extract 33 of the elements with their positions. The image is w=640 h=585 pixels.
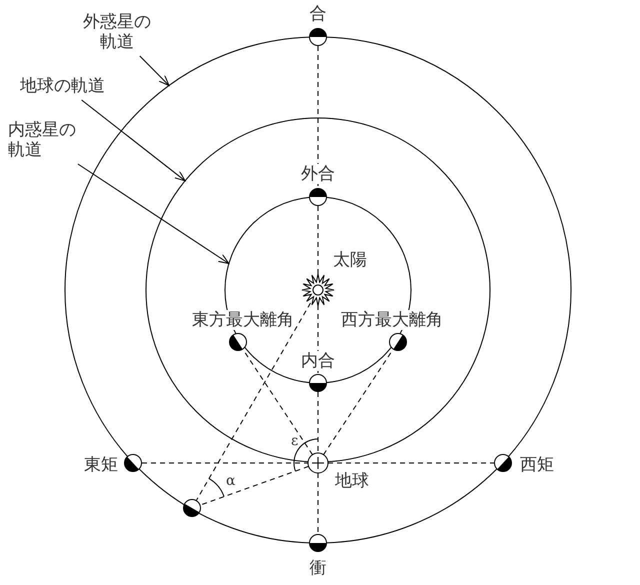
body-label: 内合 bbox=[301, 351, 335, 371]
leader-line bbox=[77, 164, 230, 264]
planet-icon bbox=[229, 333, 247, 351]
sight-line bbox=[200, 466, 310, 506]
body-label: 合 bbox=[310, 4, 326, 24]
planet-icon bbox=[494, 454, 512, 472]
body-label: 衝 bbox=[310, 558, 326, 578]
planet-icon bbox=[183, 499, 201, 517]
planet-icon bbox=[309, 534, 327, 552]
body-label: 東方最大離角 bbox=[192, 310, 294, 330]
orbit-label: 内惑星の軌道 bbox=[8, 120, 78, 160]
planet-icon bbox=[309, 188, 327, 206]
body-label: 外合 bbox=[301, 164, 335, 184]
sun-icon bbox=[302, 274, 334, 306]
planet-icon bbox=[309, 374, 327, 392]
earth-icon bbox=[308, 452, 328, 474]
planet-icon bbox=[389, 333, 407, 351]
angle-label: α bbox=[226, 472, 236, 491]
body-label: 東矩 bbox=[84, 455, 118, 475]
sight-line bbox=[328, 462, 494, 464]
orbit-label: 地球の軌道 bbox=[20, 76, 110, 96]
leader-line bbox=[139, 56, 170, 86]
leader-line bbox=[81, 100, 186, 182]
body-label: 地球 bbox=[335, 471, 369, 491]
orbit-label: 外惑星の軌道 bbox=[82, 12, 152, 52]
sight-line bbox=[196, 302, 311, 501]
body-label: 西矩 bbox=[520, 455, 554, 475]
sight-line bbox=[142, 462, 308, 464]
planet-icon bbox=[124, 454, 142, 472]
planet-icon bbox=[309, 28, 327, 46]
angle-label: ε bbox=[291, 432, 298, 451]
sun-label: 太陽 bbox=[333, 250, 367, 270]
body-label: 西方最大離角 bbox=[341, 310, 443, 330]
